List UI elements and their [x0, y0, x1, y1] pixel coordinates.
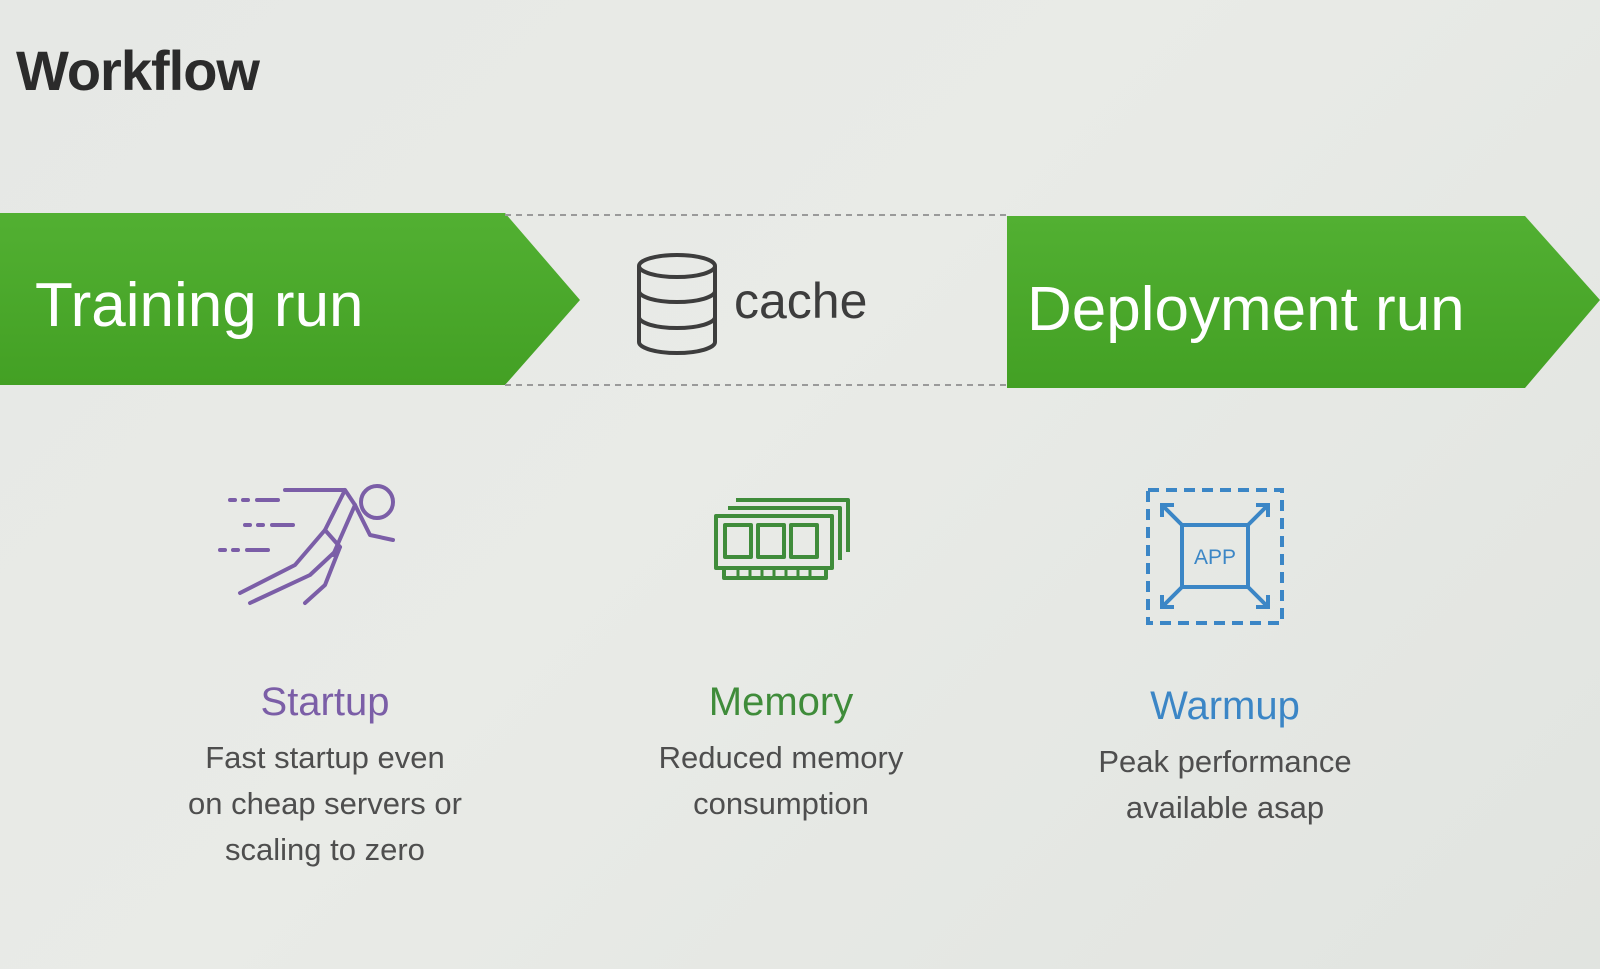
feature-startup-title: Startup: [260, 680, 390, 724]
training-run-label: Training run: [35, 271, 364, 340]
feature-startup-description: Fast startup even on cheap servers or sc…: [188, 740, 462, 867]
cache-label: cache: [734, 273, 868, 329]
feature-memory-description: Reduced memory consumption: [658, 740, 904, 821]
feature-warmup-title: Warmup: [1150, 684, 1300, 728]
database-icon: [637, 253, 717, 355]
app-icon-label: APP: [1194, 546, 1236, 569]
slide-title: Workflow: [16, 39, 260, 102]
memory-chip-icon: [714, 498, 850, 580]
feature-startup: Startup Fast startup even on cheap serve…: [125, 680, 525, 873]
feature-memory: Memory Reduced memory consumption: [581, 680, 981, 827]
deployment-run-arrow: [1007, 216, 1600, 388]
feature-warmup-description: Peak performance available asap: [1098, 744, 1352, 825]
runner-icon: [218, 484, 395, 605]
app-expand-icon: APP: [1146, 488, 1284, 625]
feature-memory-title: Memory: [708, 680, 854, 724]
deployment-run-label: Deployment run: [1027, 275, 1465, 344]
feature-warmup: Warmup Peak performance available asap: [1025, 684, 1425, 831]
training-run-arrow: [0, 213, 580, 385]
